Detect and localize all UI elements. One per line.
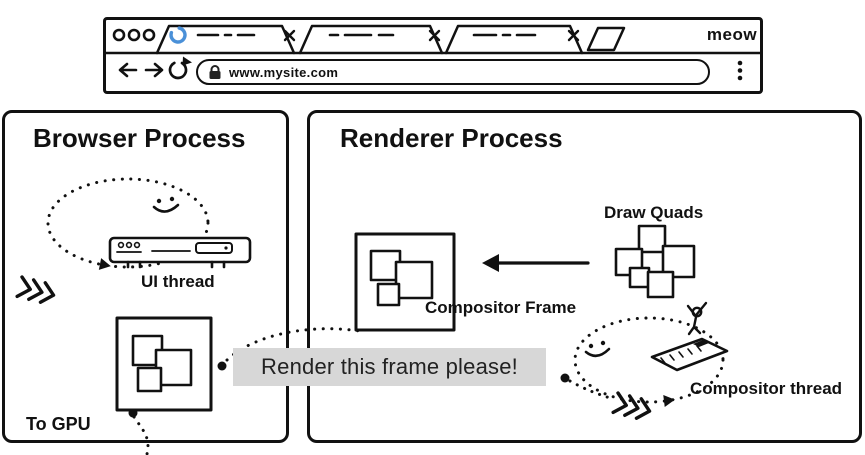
ui-thread-label: UI thread — [141, 272, 215, 291]
tab-3-close-icon[interactable] — [567, 29, 580, 42]
browser-process-title: Browser Process — [33, 123, 246, 153]
brand-text: meow — [706, 25, 758, 44]
renderer-process-title: Renderer Process — [340, 123, 563, 153]
forward-icon[interactable] — [144, 62, 164, 78]
menu-dots-icon[interactable] — [737, 60, 743, 81]
tab-1[interactable] — [155, 24, 296, 55]
render-frame-callout-text: Render this frame please! — [261, 354, 518, 379]
compositor-thread-label: Compositor thread — [690, 379, 843, 398]
tab-2-close-icon[interactable] — [428, 29, 441, 42]
browser-chrome: meow www.mysite.com — [103, 17, 763, 94]
back-icon[interactable] — [118, 62, 138, 78]
draw-quads-label: Draw Quads — [604, 203, 704, 222]
new-tab-button[interactable] — [586, 26, 626, 52]
url-bar[interactable]: www.mysite.com — [196, 59, 710, 85]
url-text: www.mysite.com — [229, 64, 339, 80]
reload-icon[interactable] — [167, 56, 192, 81]
tab-loading-spinner-icon — [169, 26, 187, 44]
tab-1-close-icon[interactable] — [283, 29, 296, 42]
window-controls-icon[interactable] — [112, 28, 156, 42]
tab-3[interactable] — [444, 24, 584, 55]
render-frame-callout: Render this frame please! — [233, 348, 546, 386]
chrome-line-art — [106, 24, 760, 81]
tab-2[interactable] — [298, 24, 444, 55]
compositor-frame-label: Compositor Frame — [425, 298, 577, 317]
to-gpu-label: To GPU — [26, 414, 91, 434]
lock-icon — [209, 65, 221, 79]
